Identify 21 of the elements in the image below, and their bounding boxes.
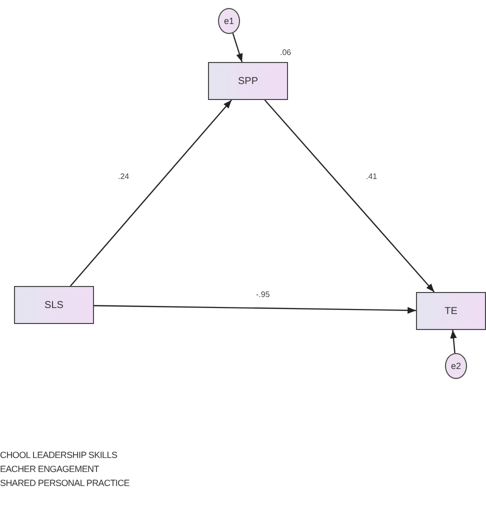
legend-text: EACHER ENGAGEMENT	[0, 464, 99, 474]
edge-label: -.95	[256, 290, 270, 299]
variable-box	[208, 62, 288, 100]
node-label: SPP	[238, 76, 258, 86]
arrow	[70, 100, 232, 286]
arrow	[232, 33, 243, 62]
coefficient-label: .06	[280, 48, 292, 57]
node-label: TE	[444, 306, 458, 316]
error-term-circle	[445, 353, 467, 379]
error-term-circle	[218, 8, 240, 34]
arrow	[264, 100, 435, 292]
node-label: SLS	[44, 300, 64, 310]
variable-box	[14, 286, 94, 324]
legend-text: CHOOL LEADERSHIP SKILLS	[0, 450, 118, 460]
edge-label: .41	[366, 172, 378, 181]
legend-text: SHARED PERSONAL PRACTICE	[0, 478, 130, 488]
variable-box	[416, 292, 486, 330]
node-label: e2	[450, 361, 461, 371]
edge-label: .24	[118, 172, 130, 181]
arrow	[94, 305, 416, 314]
node-label: e1	[224, 16, 234, 26]
